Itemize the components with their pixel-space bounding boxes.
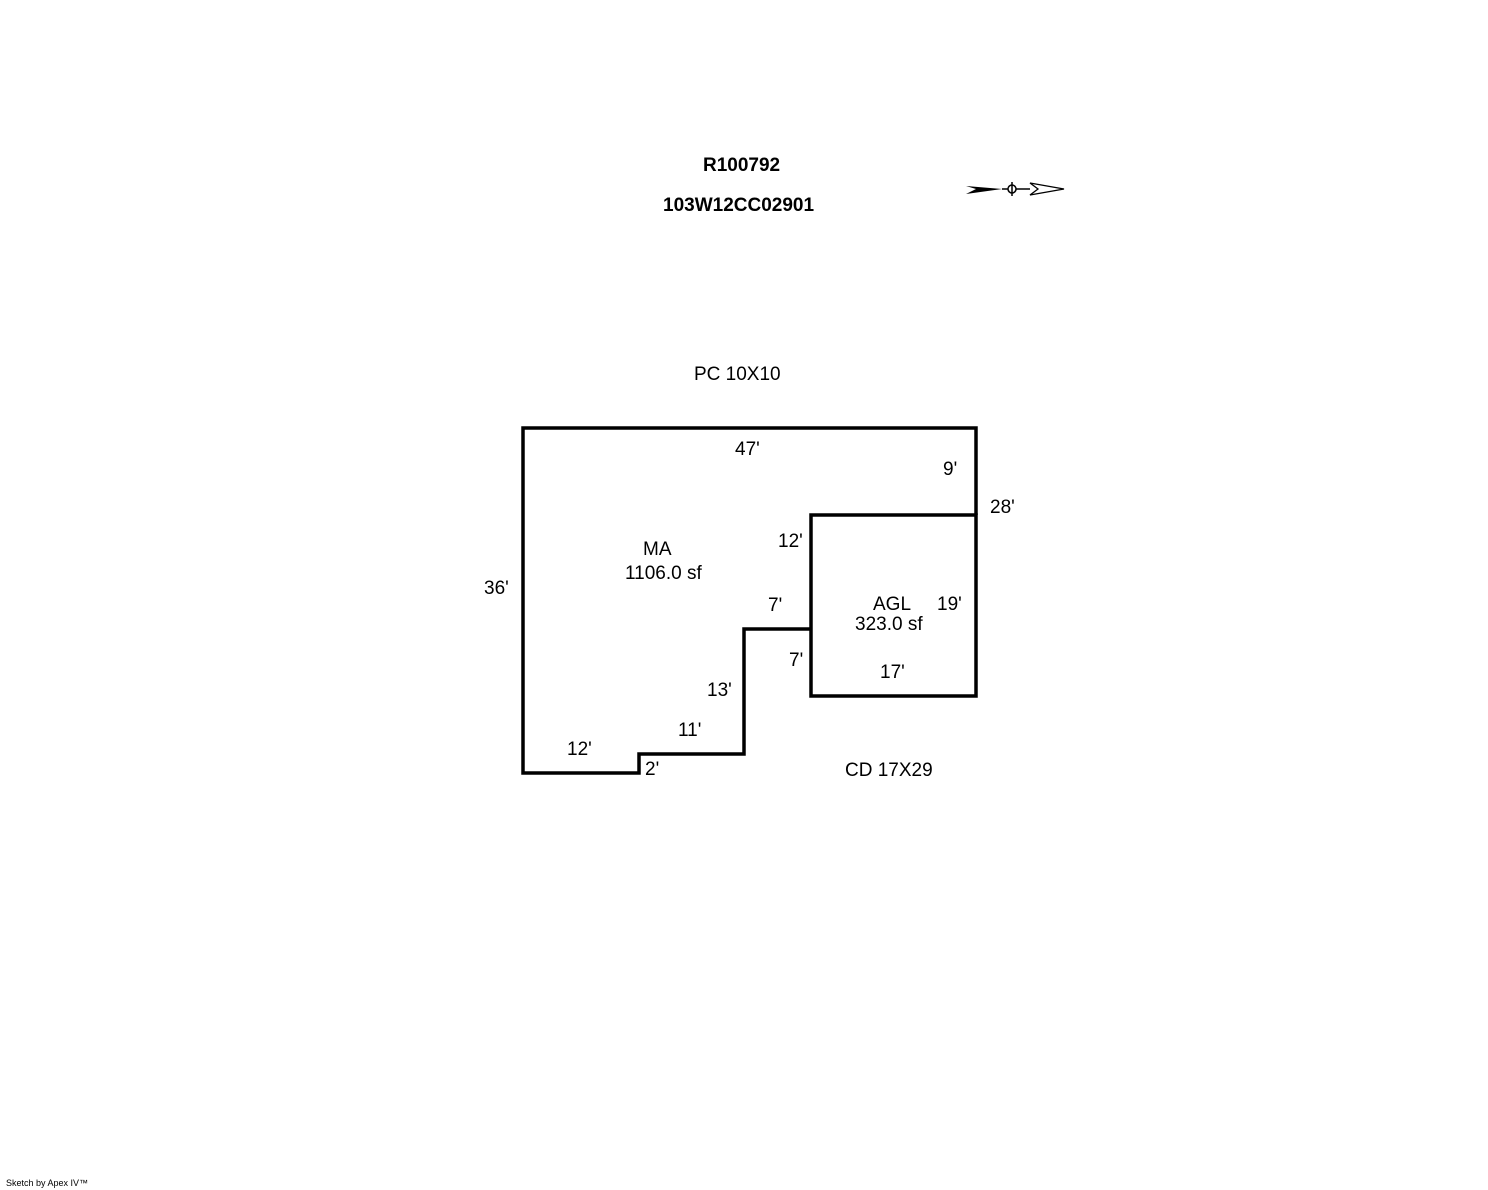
dim-garage-bottom: 17' xyxy=(880,662,905,683)
dim-step-bottom: 11' xyxy=(678,720,702,741)
deck-label: CD 17X29 xyxy=(845,760,933,781)
dim-right-total: 28' xyxy=(990,497,1015,518)
dim-step-top: 7' xyxy=(768,595,783,616)
parcel-id: R100792 xyxy=(703,155,781,176)
dim-garage-left-lower: 7' xyxy=(789,650,804,671)
dim-top: 47' xyxy=(735,439,760,460)
garage-area-code: AGL xyxy=(873,594,912,615)
dim-step-right: 13' xyxy=(707,680,732,701)
sketch-credit: Sketch by Apex IV™ xyxy=(6,1178,89,1188)
main-area-outline xyxy=(521,426,978,775)
garage-area-size: 323.0 sf xyxy=(855,614,923,635)
dim-top-right-upper: 9' xyxy=(943,459,958,480)
north-arrow-icon xyxy=(966,182,1065,196)
main-area-size: 1106.0 sf xyxy=(625,563,702,584)
dim-bottom-left: 12' xyxy=(567,739,592,760)
dim-left: 36' xyxy=(484,578,509,599)
dim-garage-left-upper: 12' xyxy=(778,531,803,552)
porch-label: PC 10X10 xyxy=(694,364,781,385)
map-number: 103W12CC02901 xyxy=(663,195,815,216)
main-area-code: MA xyxy=(643,539,672,560)
garage-outline xyxy=(809,513,978,698)
dim-garage-right: 19' xyxy=(937,594,962,615)
dim-notch: 2' xyxy=(645,759,660,780)
